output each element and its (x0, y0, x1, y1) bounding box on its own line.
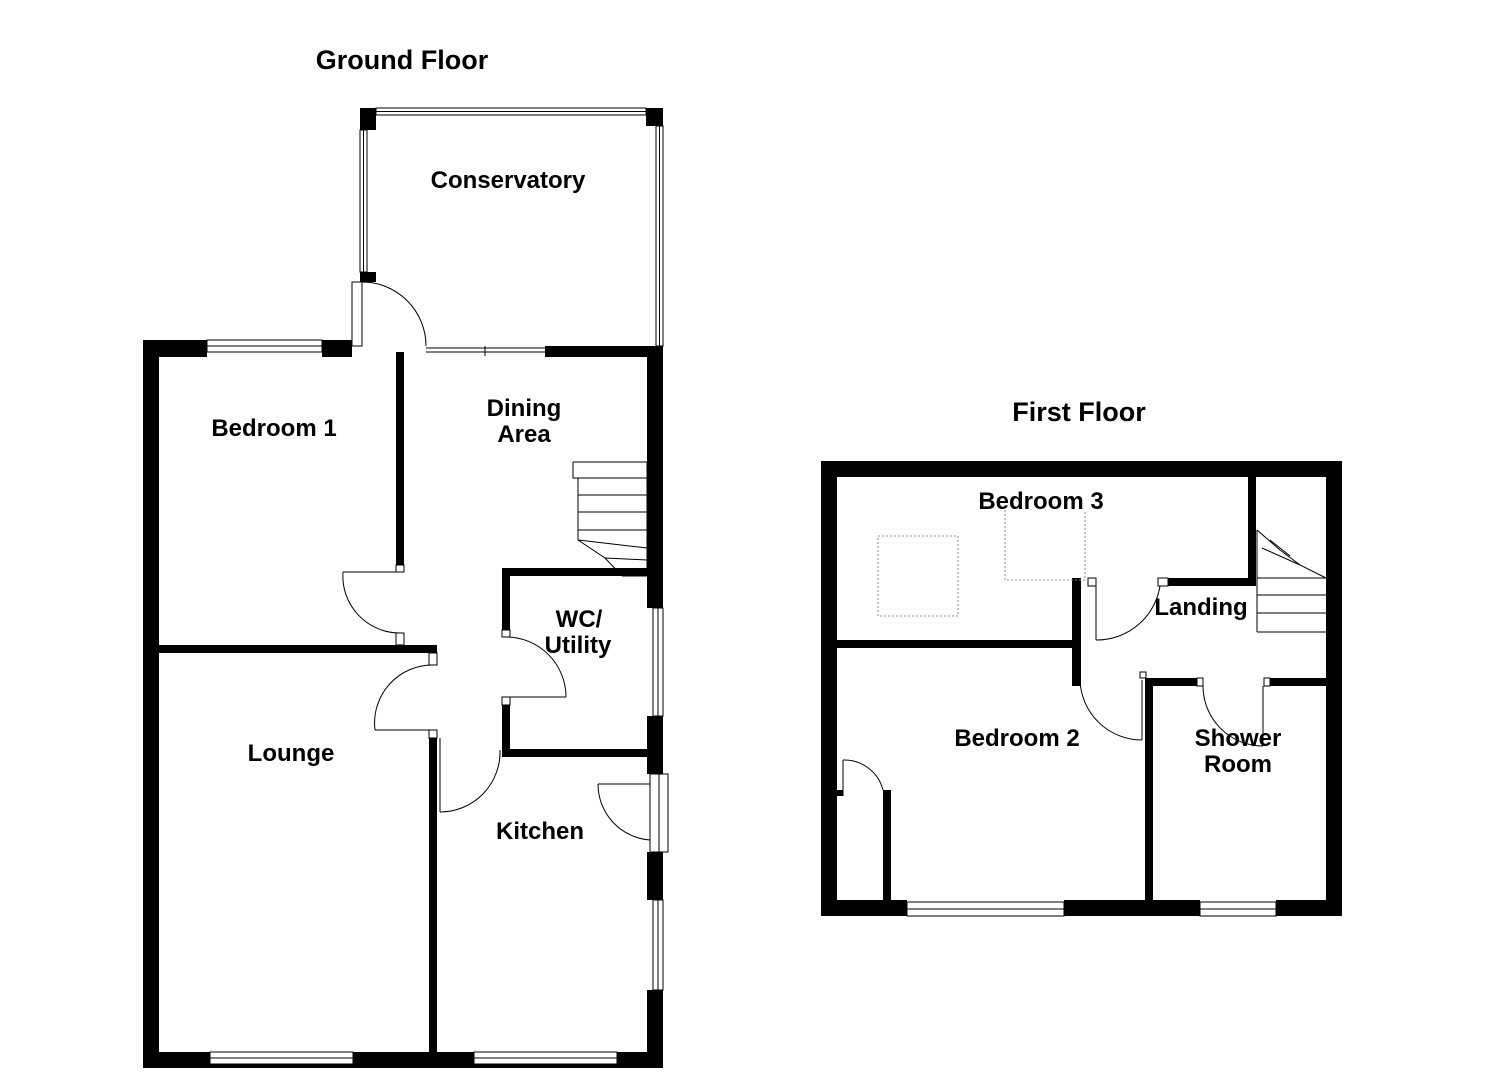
room-label-conservatory: Conservatory (431, 167, 586, 194)
ground-floor-plan: Ground Floor Conservatory Bedroom 1 Dini… (143, 45, 669, 1068)
room-label-shower: Shower (1195, 725, 1282, 752)
room-label-utility: Utility (545, 632, 612, 659)
room-label-lounge: Lounge (248, 740, 335, 767)
dining-sliding-door (426, 346, 545, 356)
kitchen-window-side (652, 899, 664, 991)
bedroom-1-door (342, 564, 405, 646)
conservatory-window-right (655, 125, 664, 347)
room-label-wc: WC/ (556, 606, 603, 633)
first-floor-plan: First Floor Bedroom 3 Landing Bedroom 2 … (821, 397, 1342, 917)
kitchen-window-bottom (473, 1051, 618, 1065)
room-label-bedroom-1: Bedroom 1 (211, 415, 336, 442)
ground-floor-title: Ground Floor (316, 45, 489, 75)
first-floor-outer-walls (821, 461, 1342, 916)
room-label-dining: Dining (487, 395, 562, 422)
wc-door (501, 629, 567, 706)
bedroom-2-window (906, 901, 1065, 917)
first-floor-stairs (1256, 529, 1327, 633)
loft-hatch-right (1004, 510, 1086, 581)
conservatory-window-top (375, 107, 647, 116)
room-label-bedroom-3: Bedroom 3 (978, 488, 1103, 515)
lounge-door (374, 652, 438, 739)
room-label-landing: Landing (1154, 594, 1247, 621)
conservatory-window-left (359, 129, 368, 273)
kitchen-back-door (597, 773, 669, 853)
room-label-room: Room (1204, 751, 1272, 778)
first-floor-title: First Floor (1012, 397, 1146, 427)
bedroom-3-door (1087, 577, 1169, 641)
room-label-area: Area (497, 421, 551, 448)
first-floor-internal-walls (837, 477, 1326, 900)
ground-floor-internal-walls (159, 352, 647, 1052)
bedroom-1-window (206, 339, 323, 353)
room-label-kitchen: Kitchen (496, 818, 584, 845)
ground-floor-stairs (572, 461, 648, 577)
cupboard-door (837, 759, 884, 796)
shower-room-window (1199, 901, 1277, 917)
loft-hatch-left (877, 535, 959, 617)
conservatory-structure (351, 107, 664, 347)
wc-window (652, 607, 664, 717)
kitchen-internal-door (439, 738, 501, 813)
lounge-window (209, 1051, 354, 1065)
bedroom-2-door (1079, 671, 1147, 741)
conservatory-door (351, 281, 427, 347)
room-label-bedroom-2: Bedroom 2 (954, 725, 1079, 752)
shower-room-door (1196, 677, 1271, 747)
